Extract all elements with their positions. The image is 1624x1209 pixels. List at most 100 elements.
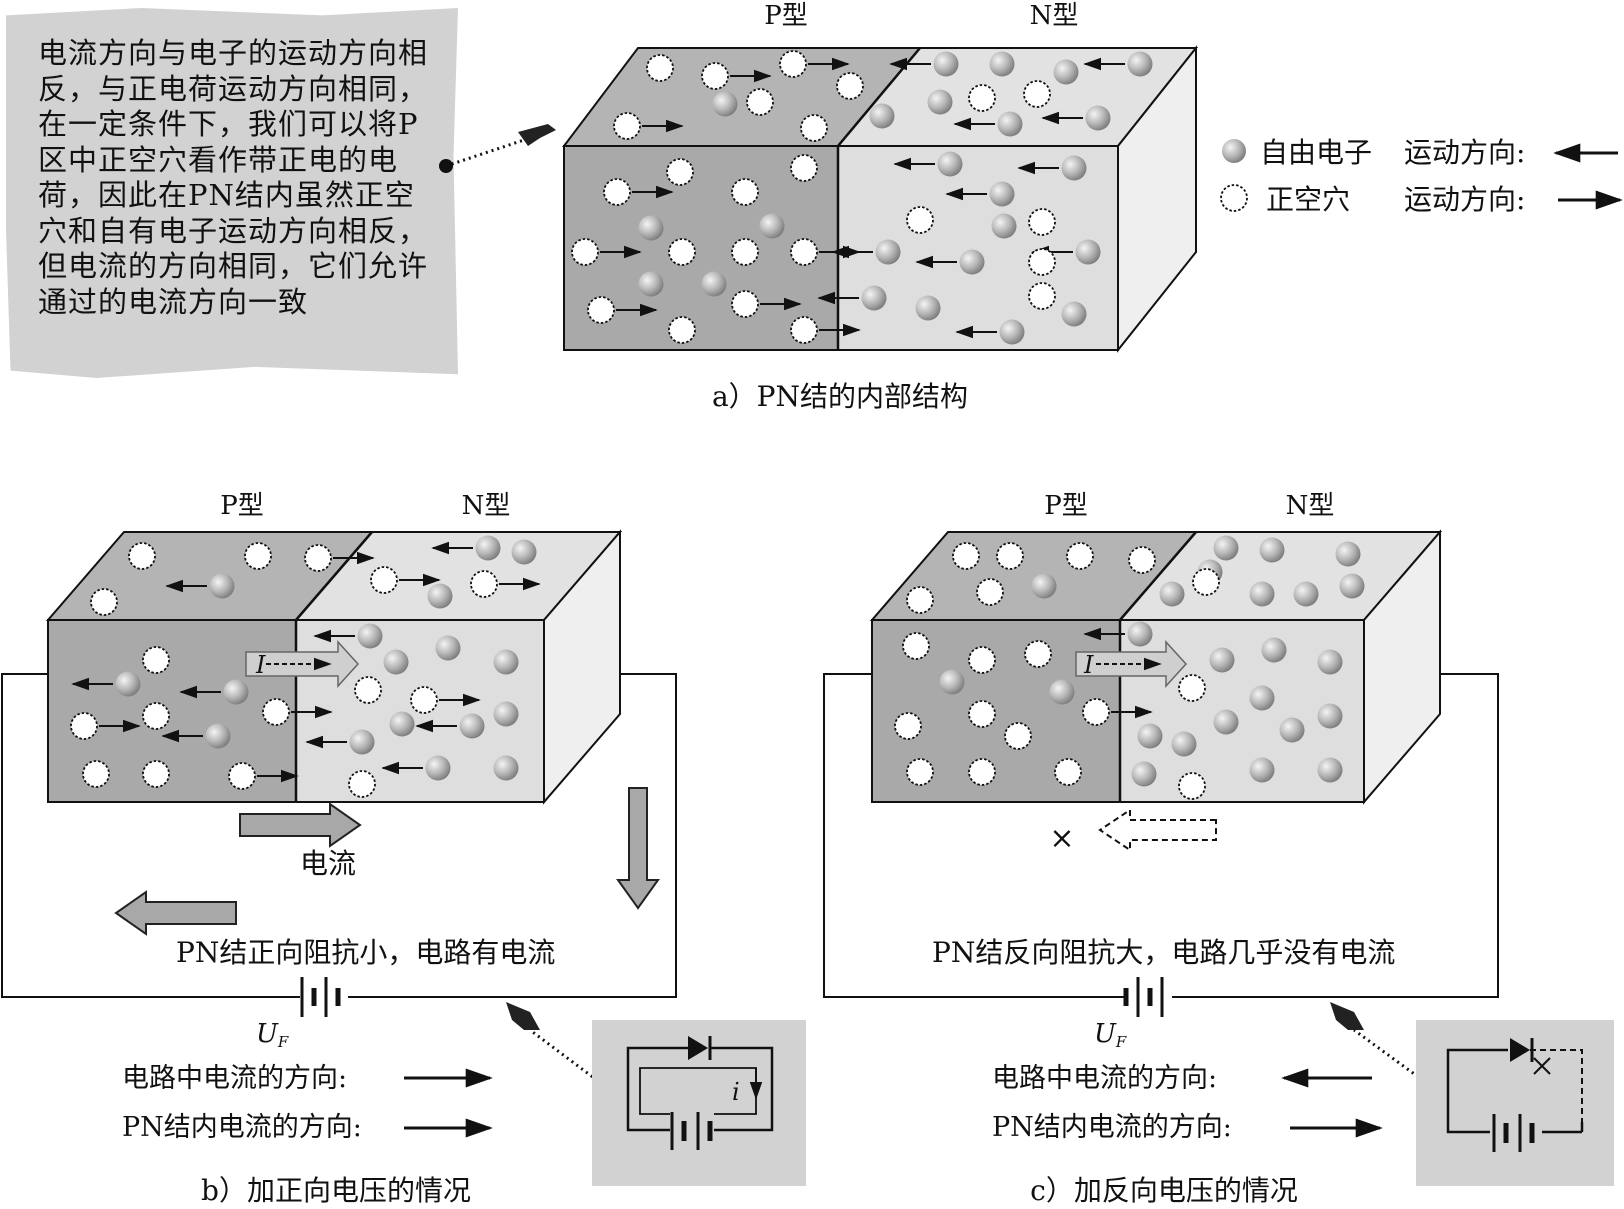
- panel-b-inset: i: [592, 1020, 806, 1186]
- inset-b-battery-icon: [670, 1112, 713, 1150]
- electron-icon: [638, 215, 664, 241]
- electron-icon: [493, 649, 519, 675]
- hole-icon: [790, 154, 818, 182]
- electron-icon: [349, 729, 375, 755]
- note-pointer-a: [439, 124, 556, 173]
- hole-icon: [790, 316, 818, 344]
- electron-icon: [425, 755, 451, 781]
- electron-icon: [989, 51, 1015, 77]
- hole-icon: [779, 50, 807, 78]
- pointing-hand-icon: [1330, 1002, 1364, 1030]
- hole-icon: [244, 542, 272, 570]
- panel-c-blocked-current-arrow: [1098, 808, 1217, 852]
- electron-icon: [1335, 541, 1361, 567]
- hole-icon: [731, 178, 759, 206]
- electron-icon: [1317, 649, 1343, 675]
- hole-icon: [82, 760, 110, 788]
- hole-icon: [906, 206, 934, 234]
- electron-icon: [1213, 535, 1239, 561]
- electron-icon: [427, 583, 453, 609]
- electron-icon: [1127, 51, 1153, 77]
- panel-b-voltage-label: UF: [256, 1019, 289, 1051]
- hole-icon: [996, 542, 1024, 570]
- electron-icon: [869, 103, 895, 129]
- hole-icon: [1128, 546, 1156, 574]
- hole-icon: [262, 698, 290, 726]
- panel-c-blocked-mark: ×: [1049, 821, 1074, 856]
- hole-icon: [603, 178, 631, 206]
- hole-icon: [354, 676, 382, 704]
- panel-a-particles: [571, 50, 1153, 345]
- hole-icon: [128, 542, 156, 570]
- hole-icon: [746, 88, 774, 116]
- panel-b-caption: b）加正向电压的情况: [201, 1174, 471, 1207]
- electron-icon: [389, 711, 415, 737]
- electron-icon: [1339, 573, 1365, 599]
- electron-icon: [759, 213, 785, 239]
- hole-icon: [968, 84, 996, 112]
- hole-icon: [800, 114, 828, 142]
- panel-a-caption: a）PN结的内部结构: [712, 380, 968, 413]
- hole-icon: [1178, 772, 1206, 800]
- hole-icon: [587, 296, 615, 324]
- explanation-note: 电流方向与电子的运动方向相反，与正电荷运动方向相同，在一定条件下，我们可以将P区…: [6, 8, 458, 378]
- panel-b-current-label: 电流: [300, 847, 356, 880]
- electron-icon: [1049, 679, 1075, 705]
- electron-icon: [209, 573, 235, 599]
- electron-icon: [357, 623, 383, 649]
- electron-icon: [927, 89, 953, 115]
- hole-icon: [906, 758, 934, 786]
- panel-b-junction-direction-label: PN结内电流的方向:: [122, 1112, 362, 1143]
- panel-b-junction-current-arrow: I: [245, 640, 360, 688]
- legend-hole-label: 正空穴: [1266, 183, 1350, 216]
- hole-icon: [1054, 758, 1082, 786]
- legend-electron-motion: 运动方向:: [1404, 136, 1525, 169]
- electron-icon: [1061, 155, 1087, 181]
- hole-icon: [968, 700, 996, 728]
- electron-icon: [493, 701, 519, 727]
- panel-b-current-right-arrow: [239, 802, 362, 848]
- electron-icon: [1261, 637, 1287, 663]
- hole-icon: [1024, 640, 1052, 668]
- electron-icon: [1127, 621, 1153, 647]
- electron-icon: [939, 669, 965, 695]
- panel-c-voltage-label: UF: [1094, 1019, 1127, 1051]
- panel-a-n-label: N型: [1030, 1, 1079, 31]
- electron-icon: [1061, 301, 1087, 327]
- note-background: [6, 8, 458, 378]
- electron-icon: [999, 319, 1025, 345]
- panel-a-p-label: P型: [764, 1, 808, 31]
- pointing-hand-icon: [506, 1002, 540, 1030]
- hole-icon: [1028, 282, 1056, 310]
- hole-icon: [1023, 80, 1051, 108]
- hole-icon: [571, 238, 599, 266]
- electron-icon: [712, 91, 738, 117]
- legend-electron-label: 自由电子: [1260, 136, 1372, 169]
- electron-icon: [991, 213, 1017, 239]
- hole-icon: [731, 238, 759, 266]
- hole-icon: [142, 760, 170, 788]
- electron-icon: [1249, 757, 1275, 783]
- hole-icon: [142, 646, 170, 674]
- electron-icon: [1213, 709, 1239, 735]
- electron-icon: [1137, 723, 1163, 749]
- electron-icon: [1085, 105, 1111, 131]
- hole-icon: [666, 158, 694, 186]
- hole-icon: [968, 758, 996, 786]
- panel-c-caption: c）加反向电压的情况: [1030, 1174, 1298, 1207]
- panel-b-current-symbol: I: [255, 651, 266, 679]
- hole-icon: [90, 588, 118, 616]
- hole-icon: [470, 570, 498, 598]
- electron-icon: [1171, 731, 1197, 757]
- hole-icon: [894, 712, 922, 740]
- panel-c-current-symbol: I: [1083, 651, 1094, 679]
- electron-icon: [861, 285, 887, 311]
- inset-c-diode-icon: [1510, 1038, 1530, 1062]
- electron-icon: [1279, 717, 1305, 743]
- legend-electron-icon: [1222, 139, 1246, 163]
- hole-icon: [370, 566, 398, 594]
- hole-icon: [668, 316, 696, 344]
- electron-icon: [933, 51, 959, 77]
- panel-c-junction-direction-label: PN结内电流的方向:: [992, 1112, 1232, 1143]
